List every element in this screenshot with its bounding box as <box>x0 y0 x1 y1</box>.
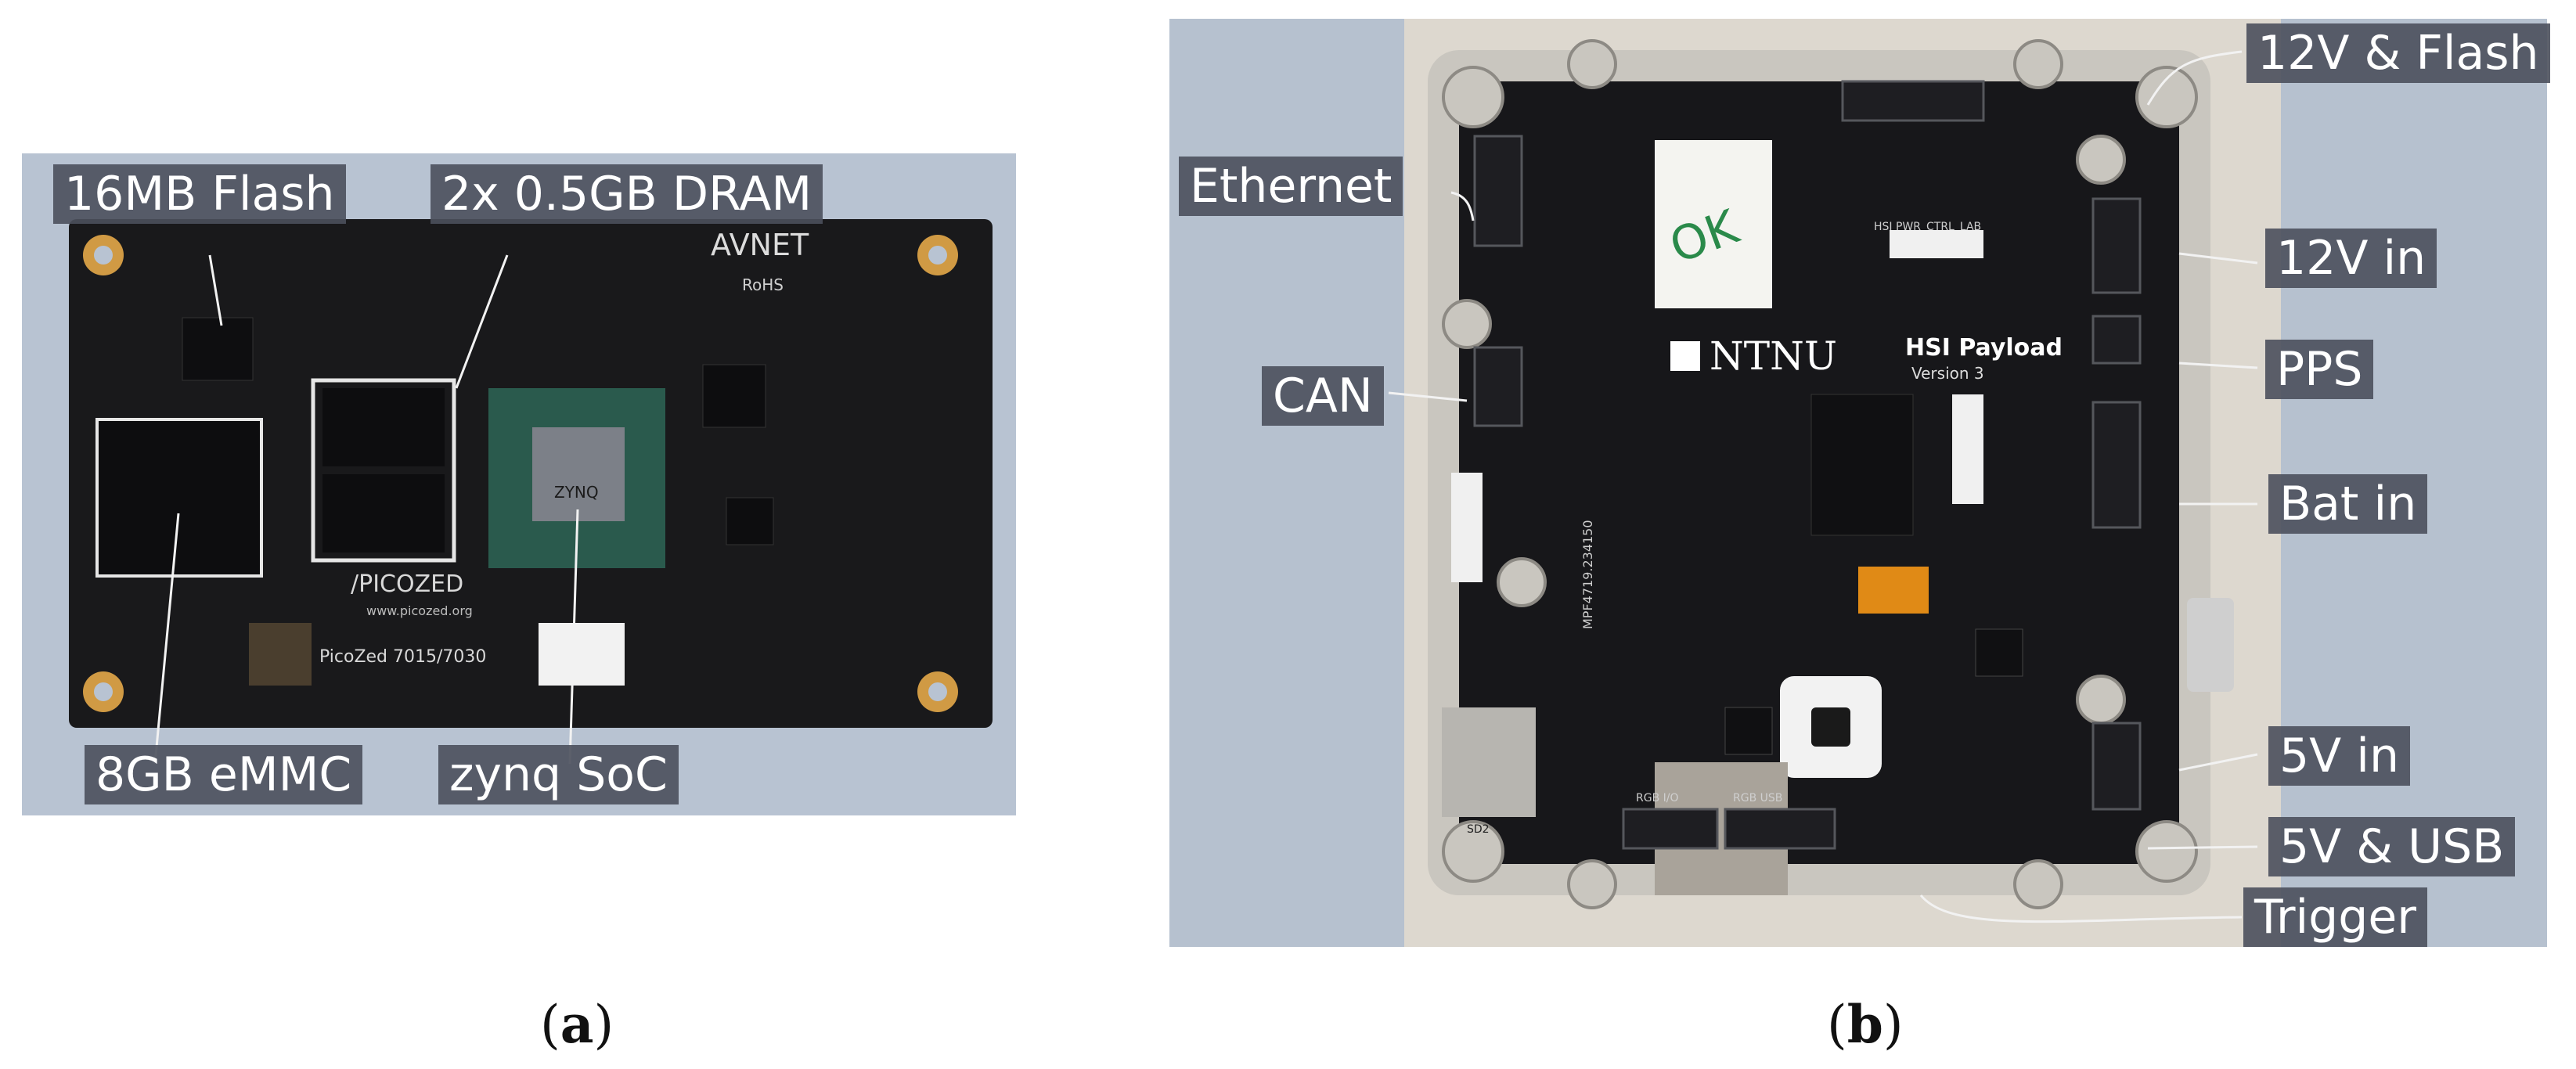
usb-c-port <box>2187 598 2234 692</box>
label-5v-in: 5V in <box>2268 726 2410 786</box>
ntnu-logo <box>1670 341 1700 371</box>
silk-avnet: AVNET <box>711 228 809 262</box>
silk-sd: SD2 <box>1467 823 1490 836</box>
emmc-chip <box>95 418 263 578</box>
trigger-connector <box>1622 808 1719 850</box>
silk-model: PicoZed 7015/7030 <box>319 647 486 667</box>
inductor <box>249 623 312 686</box>
soc-die <box>532 427 625 521</box>
label-ethernet: Ethernet <box>1179 157 1403 216</box>
ok-sticker <box>1655 140 1772 308</box>
leader-trigger <box>1919 894 2243 923</box>
caption-a: (a) <box>540 994 614 1055</box>
5v-connector <box>2091 722 2142 811</box>
silk-rgb: RGB I/O <box>1636 792 1679 804</box>
dram-chip-2 <box>322 474 445 552</box>
silk-usb: RGB USB <box>1733 792 1782 804</box>
silk-payload: HSI Payload <box>1905 334 2063 362</box>
main-chip <box>1810 394 1914 536</box>
silk-chip: ZYNQ <box>554 483 599 502</box>
label-zynq-soc: zynq SoC <box>438 745 679 804</box>
dram-chip-1 <box>322 388 445 466</box>
hsi-payload-board-illustration: OK NTNU HSI Payload Version 3 HSI PWR_CT… <box>1388 39 2258 923</box>
picozed-board-illustration: AVNET RoHS /PICOZED www.picozed.org Pico… <box>69 219 993 765</box>
label-trigger: Trigger <box>2243 887 2427 947</box>
bat-connector <box>2091 401 2142 529</box>
white-connector-left <box>1451 473 1483 582</box>
label-16mb-flash: 16MB Flash <box>53 164 346 224</box>
silk-rohs: RoHS <box>742 275 784 294</box>
silk-website: www.picozed.org <box>366 603 473 618</box>
panel-a: AVNET RoHS /PICOZED www.picozed.org Pico… <box>22 153 1016 815</box>
label-emmc: 8GB eMMC <box>85 745 363 804</box>
can-connector <box>1473 346 1523 427</box>
label-12v-flash: 12V & Flash <box>2246 23 2550 83</box>
flash-chip <box>182 317 254 381</box>
sd-slot-1 <box>1442 707 1536 817</box>
panel-b: OK NTNU HSI Payload Version 3 HSI PWR_CT… <box>1169 19 2550 947</box>
label-pps: PPS <box>2265 340 2374 399</box>
leader-ethernet <box>1450 191 1475 221</box>
white-connector-mid <box>1952 394 1983 504</box>
label-bat-in: Bat in <box>2268 474 2428 534</box>
leader-12v-flash <box>2146 50 2243 106</box>
white-connector-top <box>1890 230 1983 258</box>
caption-a-letter: a <box>560 994 594 1055</box>
silk-ntnu: NTNU <box>1710 333 1837 379</box>
usb-connector <box>1724 808 1836 850</box>
tantalum-cap <box>1858 567 1929 614</box>
silk-picozed: /PICOZED <box>351 570 463 598</box>
caption-b-letter: b <box>1846 994 1883 1055</box>
qr-sticker <box>539 623 625 686</box>
label-dram: 2x 0.5GB DRAM <box>431 164 823 224</box>
pps-connector <box>2091 315 2142 365</box>
12v-connector <box>2091 197 2142 294</box>
label-can: CAN <box>1262 366 1384 426</box>
label-12v-in: 12V in <box>2265 229 2437 288</box>
caption-b: (b) <box>1827 994 1904 1055</box>
silk-part: MPF4719.234150 <box>1580 520 1595 629</box>
label-5v-usb: 5V & USB <box>2268 817 2516 876</box>
dram-outline <box>311 378 456 563</box>
silk-version: Version 3 <box>1911 364 1984 383</box>
ethernet-connector <box>1473 135 1523 247</box>
flash-connector <box>1841 80 1985 122</box>
